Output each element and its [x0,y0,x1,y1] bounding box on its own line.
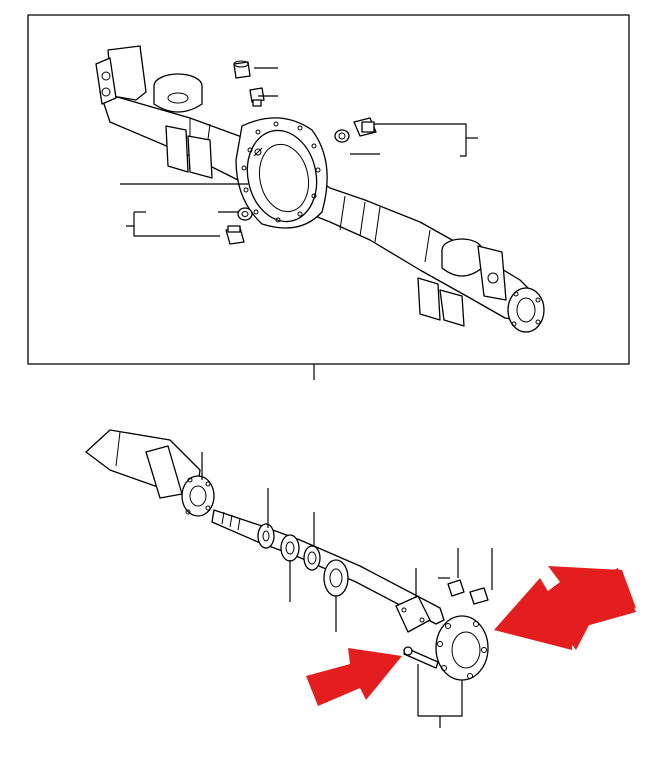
brake-backing-mount-left [95,45,213,179]
drain-plug-lower [225,225,245,245]
drain-plug [353,117,377,137]
arrow-to-hub-bolt [306,648,402,706]
nut [447,579,465,597]
breather-cap [153,73,203,113]
breather-plug [233,60,251,79]
brake-backing-mount-right [417,238,545,333]
hub-bolt [403,646,439,669]
filler-washer [237,207,253,221]
differential-carrier-opening [235,117,328,229]
oil-seal [303,545,321,571]
lower-housing-end [85,429,215,517]
axle-flange [435,615,489,681]
drain-washer [334,129,350,143]
bearing-spacer [323,559,349,597]
wheel-bearing [257,523,275,549]
brake-plate-gasket [395,595,431,633]
filler-plug [249,87,265,107]
arrow-to-axle-flange [494,566,636,650]
lock-washer [469,587,489,605]
bearing-retainer-ring [280,534,300,562]
leader-lines-lower [201,452,493,728]
upper-view-frame [27,14,630,365]
leader-lines-upper [120,67,478,380]
